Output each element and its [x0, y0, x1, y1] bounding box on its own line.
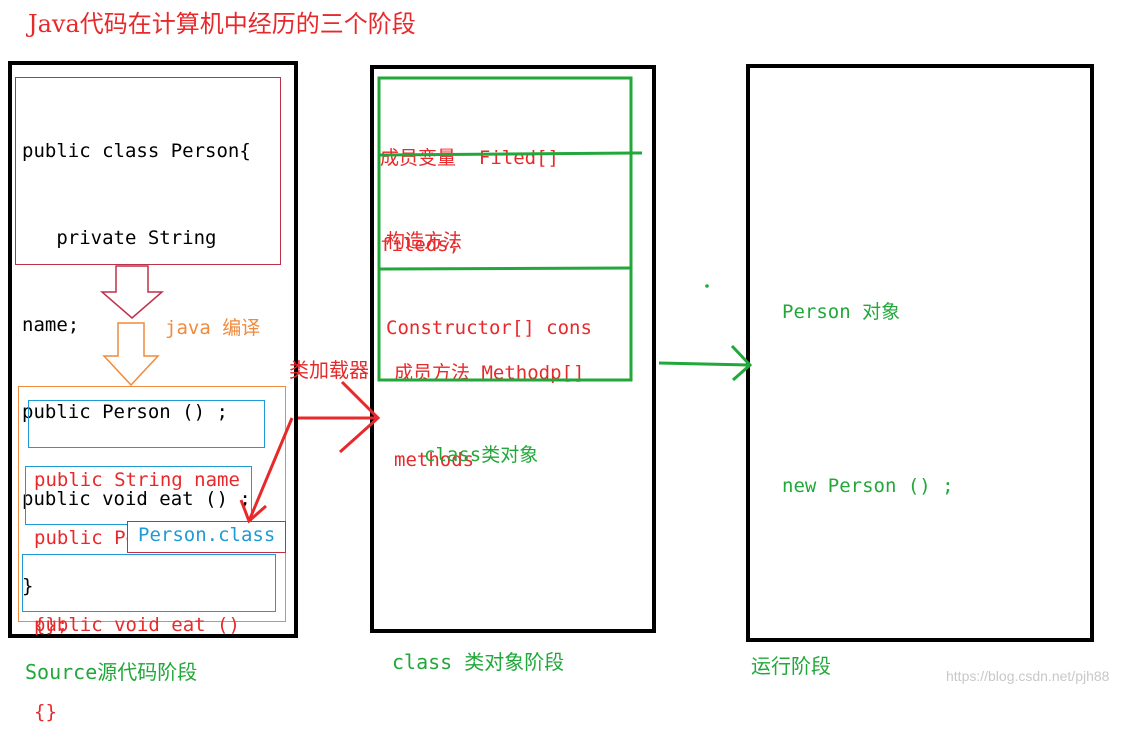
code-line: public void eat () ; — [22, 488, 251, 510]
member-box-method — [22, 554, 276, 612]
class-file-label: Person.class — [138, 524, 276, 546]
compiled-file-box — [18, 386, 286, 622]
runtime-stage-box — [746, 64, 1094, 642]
member-field-text: public String name — [34, 469, 240, 491]
code-line: private String — [22, 227, 217, 249]
source-code: public class Person{ private String name… — [22, 79, 251, 630]
code-line: public Person () ; — [22, 401, 228, 423]
runtime-arrow-head — [730, 344, 753, 382]
diagram-title: Java代码在计算机中经历的三个阶段 — [28, 10, 416, 38]
compile-output-arrow-head — [239, 499, 267, 524]
class-loader-arrow-head — [338, 380, 381, 454]
code-line: } — [22, 575, 34, 597]
source-stage-box — [8, 61, 298, 638]
diagram-shapes — [99, 76, 753, 524]
class-object-label: class类对象 — [424, 444, 539, 466]
down-arrow-red — [99, 265, 165, 319]
runtime-arrow — [658, 361, 750, 367]
down-arrow-orange — [102, 322, 160, 387]
class-section-constructors: 构造方法 Constructor[] cons — [386, 230, 592, 339]
watermark: https://blog.csdn.net/pjh88 — [946, 668, 1110, 684]
class-sections-box — [377, 76, 633, 382]
section-divider — [379, 151, 643, 157]
class-file-box — [127, 521, 286, 553]
runtime-stage-label: 运行阶段 — [751, 654, 831, 678]
class-stage-label: class 类对象阶段 — [392, 650, 565, 674]
section-divider — [379, 266, 632, 271]
class-loader-label: 类加载器 — [289, 358, 369, 382]
code-line: public class Person{ — [22, 140, 251, 162]
runtime-object-text: Person 对象 new Person () ; — [782, 301, 954, 497]
member-box-field — [28, 400, 265, 448]
class-stage-box — [370, 65, 656, 633]
compile-label: java 编译 — [165, 317, 261, 339]
green-dot — [705, 284, 709, 288]
compile-output-arrow — [247, 417, 294, 522]
source-stage-label: Source源代码阶段 — [25, 660, 198, 684]
source-code-box — [15, 77, 281, 265]
code-line: name; — [22, 314, 80, 336]
